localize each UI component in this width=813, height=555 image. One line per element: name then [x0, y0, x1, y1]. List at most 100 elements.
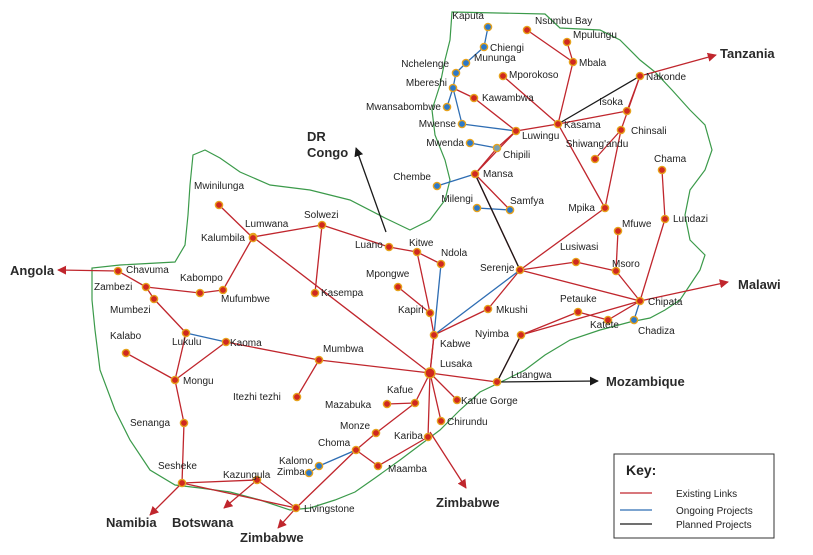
existing-link-mumbwa-lusaka — [318, 359, 431, 374]
planned-link-kasama-nakonde — [557, 75, 641, 125]
town-label-mpika: Mpika — [568, 203, 595, 214]
town-label-luangwa: Luangwa — [511, 370, 552, 381]
town-node-chama — [657, 165, 667, 175]
town-node-nyimba — [516, 330, 526, 340]
country-label-tanzania: Tanzania — [720, 46, 775, 61]
legend-label-planned: Planned Projects — [676, 520, 752, 531]
existing-links — [117, 29, 666, 509]
town-node-livingstone — [291, 503, 301, 513]
existing-link-mbala-kasama — [557, 61, 574, 125]
legend-label-existing: Existing Links — [676, 489, 737, 500]
town-node-samfya — [505, 205, 515, 215]
town-label-kabompo: Kabompo — [180, 273, 223, 284]
town-node-lundazi — [660, 214, 670, 224]
existing-link-lusaka-luangwa — [429, 372, 498, 383]
ongoing-link-mwenda-chipili — [469, 142, 498, 149]
town-node-luangwa — [492, 377, 502, 387]
town-node-kitwe — [412, 247, 422, 257]
country-label-mozambique: Mozambique — [606, 374, 685, 389]
town-node-kaputa — [483, 22, 493, 32]
town-label-mwenda: Mwenda — [426, 138, 464, 149]
arrow-zimbabwe-south — [277, 507, 297, 529]
existing-link-choma-livingstone — [295, 449, 357, 509]
town-node-mumbezi — [149, 294, 159, 304]
town-label-nyimba: Nyimba — [475, 329, 509, 340]
town-node-zambezi — [141, 282, 151, 292]
town-node-kalumbila — [248, 233, 258, 243]
existing-link-lusaka-kabwe — [429, 334, 435, 374]
arrow-botswana — [223, 479, 258, 509]
town-label-petauke: Petauke — [560, 294, 597, 305]
town-node-mfuwe — [613, 226, 623, 236]
planned-link-nyimba-luangwa — [496, 334, 522, 383]
ongoing-link-milengi-samfya — [476, 207, 511, 211]
town-label-kazungula: Kazungula — [223, 470, 271, 481]
town-node-mumbwa — [314, 355, 324, 365]
country-label-angola: Angola — [10, 263, 55, 278]
town-label-mpongwe: Mpongwe — [366, 269, 410, 280]
town-node-mpulungu — [562, 37, 572, 47]
town-node-chirundu — [436, 416, 446, 426]
town-node-kawambwa — [469, 93, 479, 103]
town-node-milengi — [472, 203, 482, 213]
town-node-chembe — [432, 181, 442, 191]
legend-title: Key: — [626, 462, 656, 478]
town-label-kalumbila: Kalumbila — [201, 233, 245, 244]
existing-link-nyimba-chipata — [520, 300, 641, 336]
town-label-choma: Choma — [318, 438, 351, 449]
arrow-namibia — [149, 482, 183, 516]
town-node-mkushi — [483, 304, 493, 314]
town-node-choma — [351, 445, 361, 455]
town-node-kabwe — [429, 330, 439, 340]
town-label-chipili: Chipili — [503, 150, 530, 161]
town-node-chiengi — [479, 42, 489, 52]
town-node-lusaka — [424, 367, 436, 379]
existing-link-kapiri-kitwe — [416, 251, 431, 314]
town-label-luano: Luano — [355, 240, 383, 251]
town-node-zimba — [304, 468, 314, 478]
town-label-kalabo: Kalabo — [110, 331, 142, 342]
town-node-itezhi — [292, 392, 302, 402]
town-node-mporokoso — [498, 71, 508, 81]
existing-link-chinsali-shiwang — [594, 129, 622, 160]
existing-link-kasama-mpika — [557, 123, 606, 209]
town-node-nsumbubay — [522, 25, 532, 35]
existing-link-luwingu-kasama — [515, 123, 559, 132]
arrow-drcongo — [354, 147, 387, 233]
town-node-monze — [371, 428, 381, 438]
town-label-chama: Chama — [654, 154, 687, 165]
town-label-mpulungu: Mpulungu — [573, 30, 617, 41]
town-node-maamba — [373, 461, 383, 471]
existing-link-kitwe-ndola — [416, 251, 442, 265]
town-label-livingstone: Livingstone — [304, 504, 355, 515]
town-label-zambezi: Zambezi — [94, 282, 132, 293]
ongoing-link-ndola-kabwe — [433, 263, 442, 336]
town-node-sesheke — [177, 478, 187, 488]
town-label-lundazi: Lundazi — [673, 214, 708, 225]
town-node-mwinilunga — [214, 200, 224, 210]
existing-link-serenje-lusiwasi — [519, 261, 577, 271]
town-label-lumwana: Lumwana — [245, 219, 289, 230]
country-label-zimbabwe-east: Zimbabwe — [436, 495, 500, 510]
existing-link-petauke-nyimba — [520, 311, 579, 336]
town-label-kasama: Kasama — [564, 120, 601, 131]
town-label-lukulu: Lukulu — [172, 337, 201, 348]
town-label-nchelenge: Nchelenge — [401, 59, 449, 70]
town-nodes — [113, 22, 670, 513]
town-node-nakonde — [635, 71, 645, 81]
town-node-mbala — [568, 57, 578, 67]
town-label-mufumbwe: Mufumbwe — [221, 294, 270, 305]
existing-link-kalabo-mongu — [125, 352, 176, 381]
country-label-malawi: Malawi — [738, 277, 781, 292]
country-label-namibia: Namibia — [106, 515, 157, 530]
ongoing-link-chembe-mansa — [436, 173, 476, 187]
legend-label-ongoing: Ongoing Projects — [676, 506, 753, 517]
country-label-zimbabwe-south: Zimbabwe — [240, 530, 304, 545]
existing-link-monze-choma — [355, 432, 377, 451]
existing-link-mpika-serenje — [519, 207, 606, 271]
town-label-kabwe: Kabwe — [440, 339, 471, 350]
existing-link-lusaka-kafuegorge — [429, 372, 458, 401]
